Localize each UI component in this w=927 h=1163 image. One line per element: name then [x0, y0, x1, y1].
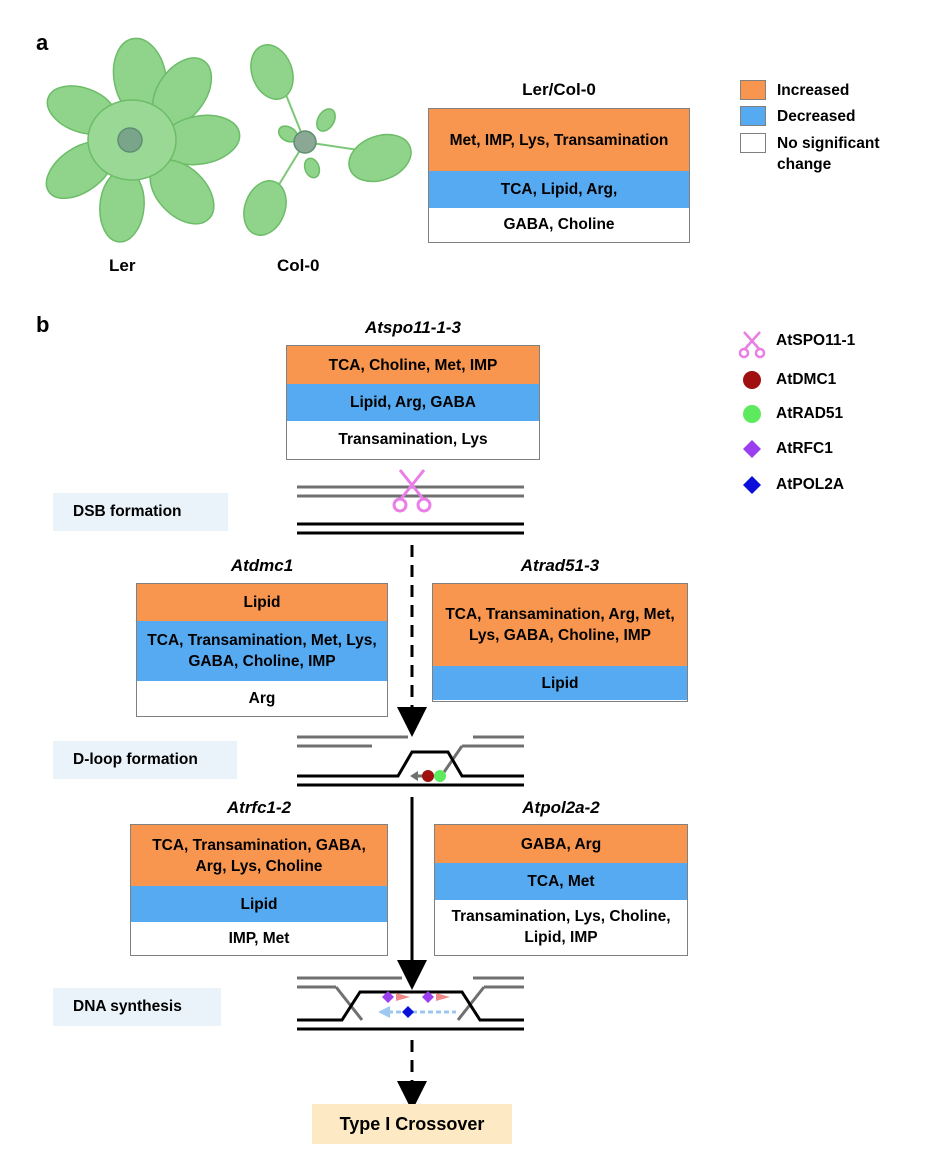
blue-diamond-icon: [743, 476, 761, 494]
ler-col0-table: Met, IMP, Lys, Transamination TCA, Lipid…: [428, 108, 690, 243]
protein-label-dmc1: AtDMC1: [776, 371, 837, 388]
dsb-scissors-icon: [392, 469, 432, 513]
spo11-table: TCA, Choline, Met, IMP Lipid, Arg, GABA …: [286, 345, 540, 460]
legend-increased-label: Increased: [777, 82, 850, 99]
ler-col0-no-change: GABA, Choline: [429, 208, 689, 241]
stage-dna-synthesis: DNA synthesis: [53, 988, 221, 1026]
green-circle-icon: [743, 405, 761, 423]
stage-dloop-formation: D-loop formation: [53, 741, 237, 779]
rfc1-title: Atrfc1-2: [226, 798, 292, 817]
rad51-title: Atrad51-3: [520, 556, 600, 575]
scissors-icon: [738, 331, 766, 359]
pol2a-table: GABA, Arg TCA, Met Transamination, Lys, …: [434, 824, 688, 956]
legend-decreased-label: Decreased: [777, 108, 856, 125]
legend-no-change-label: No significant change: [777, 135, 880, 173]
ler-col0-decreased: TCA, Lipid, Arg,: [429, 171, 689, 208]
plant-label-ler: Ler: [109, 256, 136, 275]
pol2a-title: Atpol2a-2: [522, 798, 600, 817]
legend-decreased-swatch: [740, 106, 766, 126]
spo11-no-change: Transamination, Lys: [287, 421, 539, 458]
dmc1-title: Atdmc1: [230, 556, 294, 575]
synthesis-dna-strands: [297, 976, 524, 1031]
rfc1-table: TCA, Transamination, GABA, Arg, Lys, Cho…: [130, 824, 388, 956]
purple-diamond-icon: [743, 440, 761, 458]
rad51-table: TCA, Transamination, Arg, Met, Lys, GABA…: [432, 583, 688, 702]
col0-rosette-icon: [243, 44, 412, 236]
rfc1-increased: TCA, Transamination, GABA, Arg, Lys, Cho…: [131, 825, 387, 886]
type-i-crossover-label: Type I Crossover: [312, 1104, 512, 1144]
dmc1-decreased: TCA, Transamination, Met, Lys, GABA, Cho…: [137, 621, 387, 681]
rad51-decreased: Lipid: [433, 666, 687, 700]
panel-a-letter: a: [36, 30, 49, 55]
dmc1-increased: Lipid: [137, 584, 387, 621]
dsb-dna-strands: [297, 485, 524, 535]
protein-label-spo11: AtSPO11-1: [776, 332, 856, 349]
dark-red-circle-icon: [743, 371, 761, 389]
pol2a-decreased: TCA, Met: [435, 863, 687, 900]
protein-label-rad51: AtRAD51: [776, 405, 844, 422]
panel-b-letter: b: [36, 312, 50, 337]
ler-col0-table-title: Ler/Col-0: [522, 80, 596, 99]
plant-label-col0: Col-0: [277, 256, 320, 275]
ler-col0-increased: Met, IMP, Lys, Transamination: [429, 109, 689, 171]
protein-label-pol2a: AtPOL2A: [776, 476, 845, 493]
legend-increased-swatch: [740, 80, 766, 100]
dloop-dna-strands: [297, 735, 524, 787]
dmc1-no-change: Arg: [137, 681, 387, 715]
ler-rosette-icon: [45, 37, 241, 243]
stage-dsb-formation: DSB formation: [53, 493, 228, 531]
pol2a-no-change: Transamination, Lys, Choline, Lipid, IMP: [435, 900, 687, 954]
legend-no-change-swatch: [740, 133, 766, 153]
protein-label-rfc1: AtRFC1: [776, 440, 833, 457]
dmc1-table: Lipid TCA, Transamination, Met, Lys, GAB…: [136, 583, 388, 717]
rfc1-no-change: IMP, Met: [131, 922, 387, 954]
pol2a-increased: GABA, Arg: [435, 825, 687, 863]
rfc1-decreased: Lipid: [131, 886, 387, 922]
rad51-increased: TCA, Transamination, Arg, Met, Lys, GABA…: [433, 584, 687, 666]
spo11-title: Atspo11-1-3: [364, 318, 462, 337]
spo11-decreased: Lipid, Arg, GABA: [287, 384, 539, 421]
spo11-increased: TCA, Choline, Met, IMP: [287, 346, 539, 384]
